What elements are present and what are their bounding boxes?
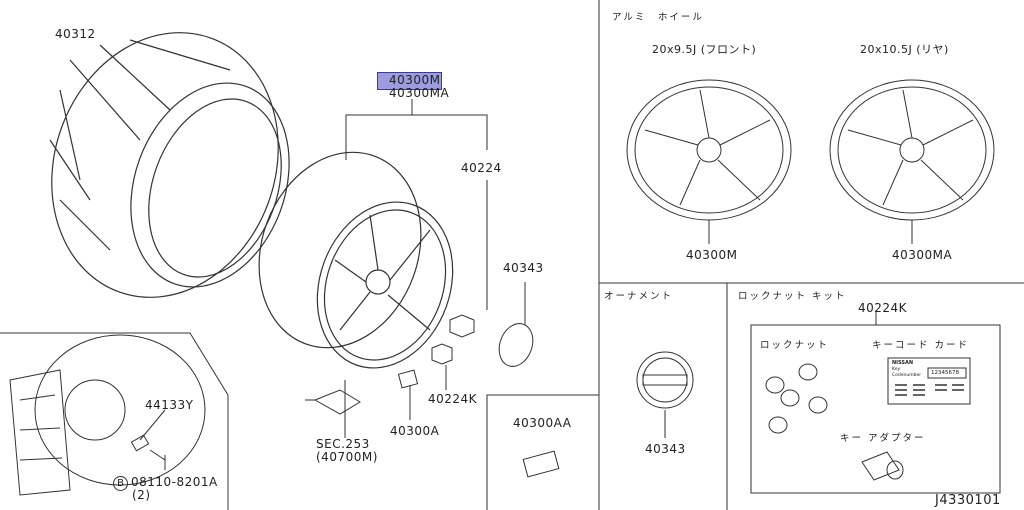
label-bolt-qty: (2) — [132, 488, 151, 502]
card-brand: NISSAN — [892, 360, 914, 366]
label-front-wheel[interactable]: 40300M — [686, 248, 738, 262]
label-sensor-sec[interactable]: SEC.253 — [316, 437, 370, 451]
card-text-key: Key — [892, 367, 901, 372]
label-center-cap[interactable]: 40343 — [503, 261, 544, 275]
card-number: 12345678 — [931, 370, 959, 376]
label-wheel-nut[interactable]: 40224 — [461, 161, 502, 175]
label-wheel-alt[interactable]: 40300MA — [389, 86, 450, 100]
label-bolt[interactable]: 08110-8201A — [131, 475, 218, 489]
label-stud[interactable]: 44133Y — [145, 398, 194, 412]
card-text-codenumber: Codenumber — [892, 373, 922, 378]
aluminum-wheel-title: アルミ ホイール — [612, 12, 704, 23]
label-sensor-part: (40700M) — [316, 450, 378, 464]
label-weight-aa[interactable]: 40300AA — [513, 416, 572, 430]
tire-drawing — [49, 32, 290, 298]
label-tire[interactable]: 40312 — [55, 27, 96, 41]
key-code-card — [887, 357, 971, 405]
wheel-drawing — [258, 151, 454, 369]
label-wheel-selected[interactable]: 40300M — [389, 73, 441, 87]
brake-drawing — [9, 334, 206, 496]
rear-wheel-spec: 20x10.5J (リヤ) — [860, 43, 949, 56]
label-lock-nut-kit[interactable]: 40224K — [858, 301, 908, 315]
label-rear-wheel[interactable]: 40300MA — [892, 248, 953, 262]
lock-nut-caption: ロックナット — [760, 340, 830, 351]
diagram-code: J4330101 — [935, 493, 1001, 508]
lock-nuts-drawing — [765, 363, 904, 481]
leader-lines — [139, 99, 913, 470]
selected-part-highlight — [377, 72, 442, 90]
key-adapter-caption: キー アダプター — [840, 433, 926, 444]
key-code-card-caption: キーコード カード — [872, 340, 970, 351]
rear-alloy-wheel — [829, 79, 995, 221]
small-parts — [130, 314, 560, 478]
label-ornament[interactable]: 40343 — [645, 442, 686, 456]
front-alloy-wheel — [626, 79, 792, 221]
lock-nut-kit-title: ロックナット キット — [738, 291, 847, 302]
label-lock-nut[interactable]: 40224K — [428, 392, 478, 406]
front-wheel-spec: 20x9.5J (フロント) — [652, 43, 757, 56]
label-weight[interactable]: 40300A — [390, 424, 440, 438]
ornament-drawing — [636, 351, 694, 409]
bolt-marker-icon: B — [113, 476, 128, 491]
ornament-title: オーナメント — [604, 291, 674, 302]
